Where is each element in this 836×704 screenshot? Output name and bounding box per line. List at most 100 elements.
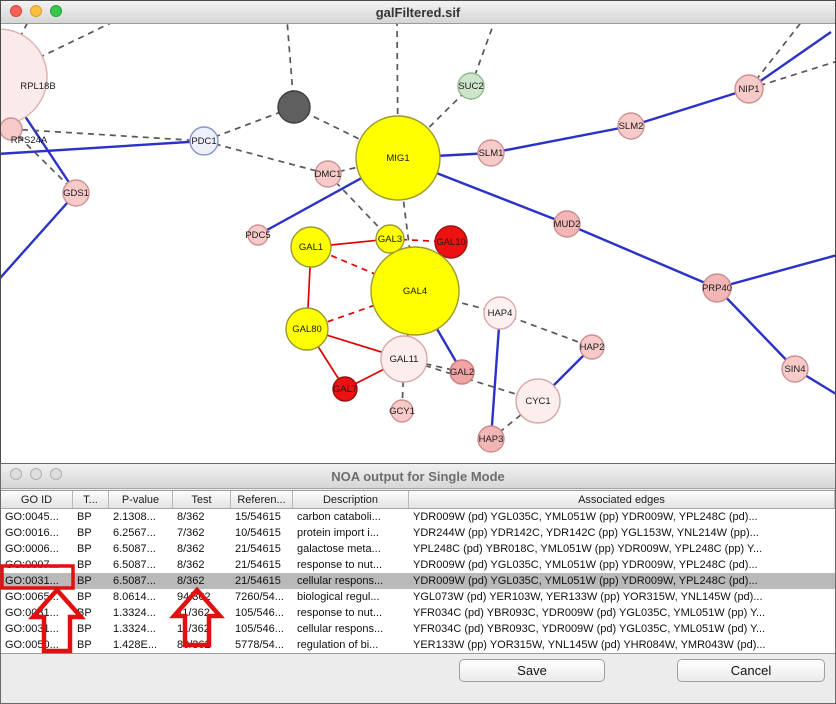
table-cell: GO:0045... bbox=[5, 511, 59, 523]
graph-edge[interactable] bbox=[716, 254, 835, 290]
graph-edge[interactable] bbox=[293, 106, 399, 159]
graph-node-GAL2[interactable] bbox=[449, 359, 475, 385]
graph-node-PDC5[interactable] bbox=[247, 224, 269, 246]
graph-node-dark[interactable] bbox=[277, 90, 311, 124]
graph-node-HAP2[interactable] bbox=[579, 334, 605, 360]
cancel-button[interactable]: Cancel bbox=[677, 659, 825, 682]
graph-node-GAL3[interactable] bbox=[375, 224, 405, 254]
network-titlebar[interactable]: galFiltered.sif bbox=[1, 1, 835, 24]
graph-edge[interactable] bbox=[1, 139, 205, 155]
column-header[interactable]: Referen... bbox=[231, 491, 293, 508]
table-cell: GO:0006... bbox=[5, 543, 59, 555]
graph-edge[interactable] bbox=[203, 140, 329, 175]
graph-node-HAP4[interactable] bbox=[483, 296, 517, 330]
column-header[interactable]: Associated edges bbox=[409, 491, 835, 508]
graph-node-label-SIN4: SIN4 bbox=[784, 364, 805, 375]
table-cell: 6.5087... bbox=[113, 543, 156, 555]
table-cell: 7260/54... bbox=[235, 591, 284, 603]
column-header[interactable]: Description bbox=[293, 491, 409, 508]
graph-node-PRP40[interactable] bbox=[702, 273, 732, 303]
table-cell: 105/546... bbox=[235, 623, 284, 635]
graph-edge[interactable] bbox=[748, 60, 835, 90]
network-canvas[interactable]: RPL18BRPS24AGDS1PDC1DMC1MIG1SUC2SLM1SLM2… bbox=[1, 24, 835, 463]
graph-node-PDC1[interactable] bbox=[189, 126, 219, 156]
table-cell: 6.5087... bbox=[113, 559, 156, 571]
graph-node-label-HAP4: HAP4 bbox=[488, 308, 513, 319]
graph-node-CYC1[interactable] bbox=[515, 378, 561, 424]
minimize-button[interactable] bbox=[30, 5, 42, 17]
graph-node-SUC2[interactable] bbox=[457, 72, 485, 100]
graph-node-SIN4[interactable] bbox=[781, 355, 809, 383]
graph-node-label-RPL18B: RPL18B bbox=[20, 81, 55, 92]
table-cell: 21/54615 bbox=[235, 543, 281, 555]
zoom-button[interactable] bbox=[50, 468, 62, 480]
graph-edge[interactable] bbox=[630, 87, 750, 128]
table-cell: carbon cataboli... bbox=[297, 511, 381, 523]
column-header[interactable]: T... bbox=[73, 491, 109, 508]
graph-node-GAL11[interactable] bbox=[380, 335, 428, 383]
zoom-button[interactable] bbox=[50, 5, 62, 17]
graph-node-GDS1[interactable] bbox=[62, 179, 90, 207]
graph-node-HAP3[interactable] bbox=[477, 425, 505, 453]
graph-node-NIP1[interactable] bbox=[734, 74, 764, 104]
graph-node-label-HAP2: HAP2 bbox=[580, 342, 605, 353]
table-cell: YDR244W (pp) YDR142C, YDR142C (pp) YGL15… bbox=[413, 527, 759, 539]
graph-edge[interactable] bbox=[566, 222, 718, 290]
table-cell: BP bbox=[77, 607, 92, 619]
graph-node-MIG1[interactable] bbox=[355, 115, 441, 201]
graph-edge[interactable] bbox=[748, 31, 832, 90]
graph-edge[interactable] bbox=[490, 124, 632, 155]
graph-node-SLM2[interactable] bbox=[617, 112, 645, 140]
graph-edge[interactable] bbox=[489, 312, 502, 440]
column-header[interactable]: GO ID bbox=[1, 491, 73, 508]
graph-node-label-GAL7: GAL7 bbox=[333, 384, 357, 395]
table-cell: 10/54615 bbox=[235, 527, 281, 539]
graph-node-MUD2[interactable] bbox=[553, 210, 581, 238]
table-cell: 6.5087... bbox=[113, 575, 156, 587]
graph-node-RPS24A[interactable] bbox=[1, 117, 23, 141]
graph-node-GAL4[interactable] bbox=[370, 246, 460, 336]
noa-titlebar[interactable]: NOA output for Single Mode bbox=[1, 464, 835, 489]
graph-edge[interactable] bbox=[401, 358, 405, 412]
table-cell: YER133W (pp) YOR315W, YNL145W (pd) YHR08… bbox=[413, 639, 766, 651]
table-cell: GO:0031... bbox=[5, 607, 59, 619]
graph-node-RPL18B[interactable] bbox=[1, 28, 48, 126]
graph-edge[interactable] bbox=[1, 192, 77, 286]
graph-node-label-GDS1: GDS1 bbox=[63, 188, 89, 199]
graph-node-GAL1[interactable] bbox=[290, 226, 332, 268]
table-cell: BP bbox=[77, 591, 92, 603]
column-header[interactable]: P-value bbox=[109, 491, 173, 508]
graph-edge[interactable] bbox=[10, 128, 77, 194]
graph-node-SLM1[interactable] bbox=[477, 139, 505, 167]
graph-edge[interactable] bbox=[310, 246, 416, 292]
graph-node-GAL10[interactable] bbox=[434, 225, 468, 259]
graph-edge[interactable] bbox=[716, 287, 796, 370]
graph-node-label-PDC5: PDC5 bbox=[245, 230, 270, 241]
table-cell: response to nut... bbox=[297, 607, 382, 619]
table-cell: GO:0031... bbox=[5, 575, 59, 587]
graph-edge[interactable] bbox=[306, 290, 416, 330]
close-button[interactable] bbox=[10, 5, 22, 17]
graph-node-GAL80[interactable] bbox=[285, 307, 329, 351]
graph-node-GAL7[interactable] bbox=[332, 376, 358, 402]
column-header[interactable]: Test bbox=[173, 491, 231, 508]
close-button[interactable] bbox=[10, 468, 22, 480]
minimize-button[interactable] bbox=[30, 468, 42, 480]
graph-node-DMC1[interactable] bbox=[314, 160, 342, 188]
graph-node-GCY1[interactable] bbox=[390, 399, 414, 423]
table-cell: 94/362 bbox=[177, 591, 211, 603]
save-button[interactable]: Save bbox=[459, 659, 605, 682]
graph-edge[interactable] bbox=[327, 173, 391, 240]
table-cell: 21/54615 bbox=[235, 559, 281, 571]
